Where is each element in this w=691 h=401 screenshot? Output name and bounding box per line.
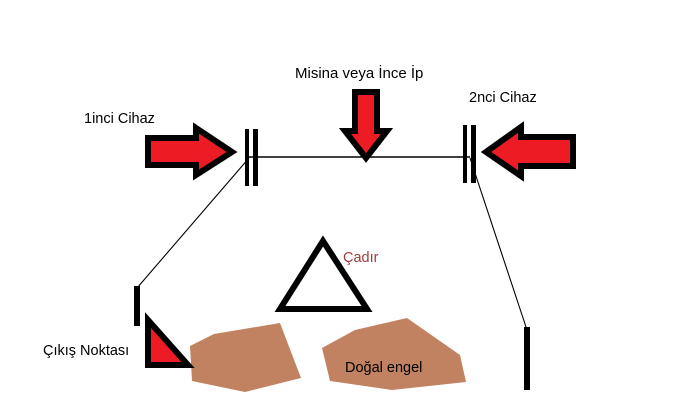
device-right-post [463,125,476,183]
right-boundary-post [524,327,530,390]
label-exit-point: Çıkış Noktası [43,343,130,359]
label-tent: Çadır [343,250,379,266]
exit-point-triangle-marker [145,312,195,368]
label-device-left: 1inci Cihaz [84,111,155,127]
obstacle-right-polygon [322,318,466,390]
arrow-right-device-icon [480,121,576,182]
exit-point-post [134,286,140,326]
tent-triangle-shape [274,235,373,312]
arrow-left-device-icon [145,122,238,181]
label-trip-line-title: Misina veya İnce İp [295,65,424,82]
arrow-down-line-icon [338,89,394,163]
sight-line-right [469,157,528,331]
sight-line-left [136,157,250,289]
obstacle-left-polygon [190,323,301,392]
label-natural-obstacle: Doğal engel [345,360,423,376]
label-device-right: 2nci Cihaz [469,90,537,106]
device-left-post [245,129,258,186]
